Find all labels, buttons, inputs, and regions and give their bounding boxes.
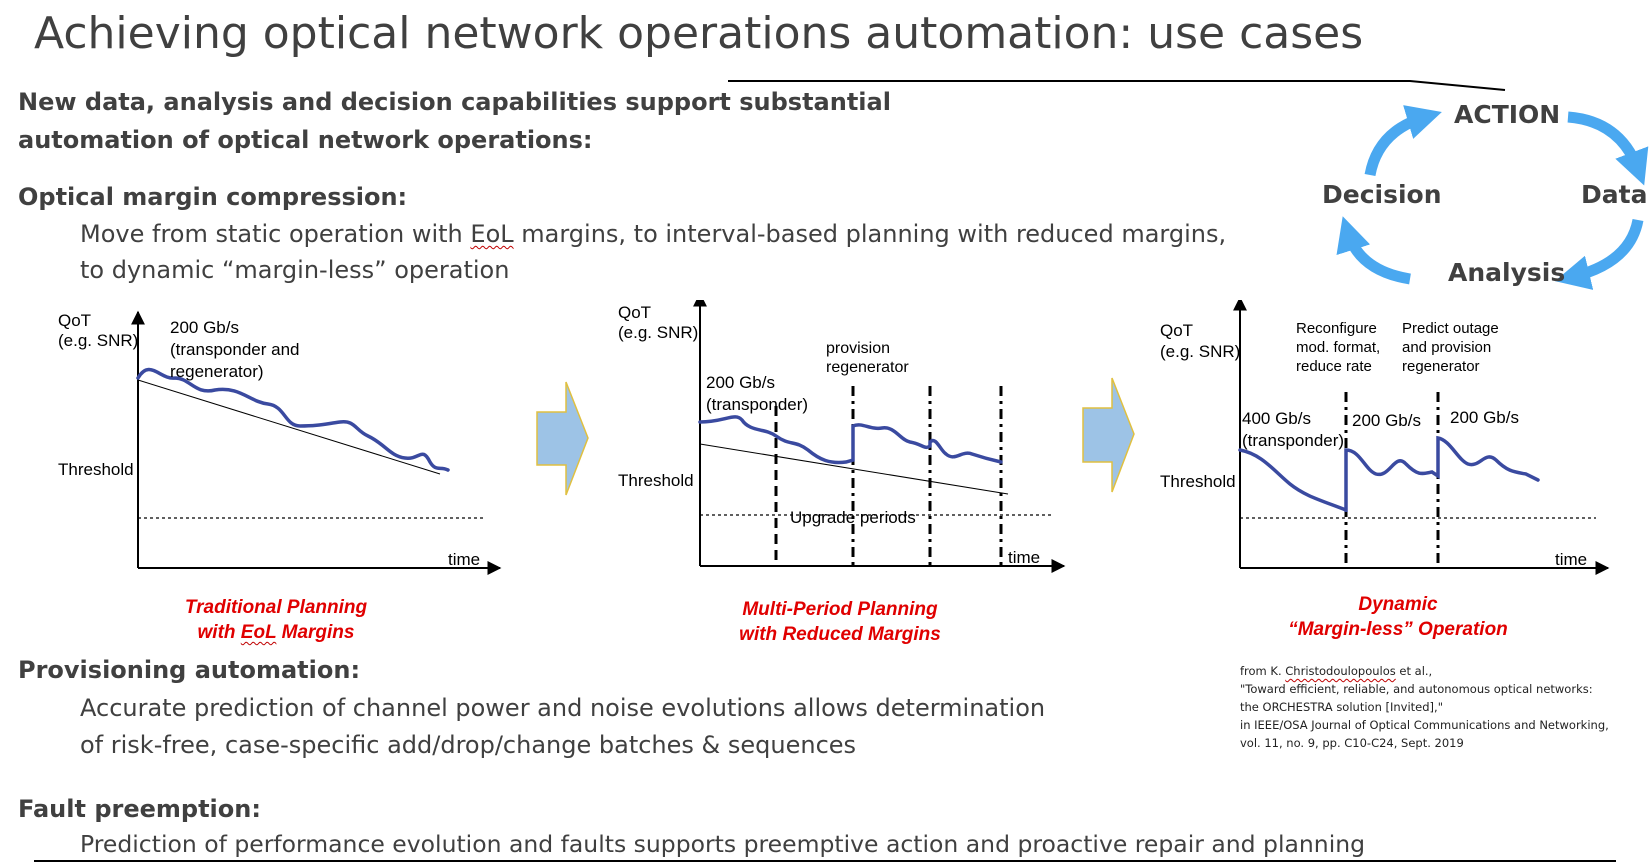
c1-annotation-2: (transponder and — [170, 340, 299, 359]
reference-citation: from K. Christodoulopoulos et al., "Towa… — [1240, 664, 1609, 750]
c2-transponder-label: (transponder) — [706, 395, 808, 414]
ylabel-2: (e.g. SNR) — [58, 331, 138, 350]
trend-line — [137, 379, 441, 475]
c3-predict-1: Predict outage — [1402, 320, 1499, 337]
qot-curve — [136, 367, 450, 472]
intro-line-1: New data, analysis and decision capabili… — [18, 88, 891, 116]
margin-charts: QoT (e.g. SNR) Threshold time 200 Gb/s (… — [58, 300, 1610, 575]
c3-predict-2: and provision — [1402, 339, 1491, 356]
cycle-label-decision: Decision — [1322, 180, 1442, 209]
c1-annotation-1: 200 Gb/s — [170, 318, 239, 337]
c1-annotation-3: regenerator) — [170, 362, 264, 381]
cycle-arrow-decision-action — [1364, 105, 1442, 177]
c2-upgrade-label: Upgrade periods — [790, 508, 916, 527]
qot-curve — [1238, 435, 1540, 512]
threshold-label: Threshold — [1160, 472, 1236, 491]
ylabel-2: (e.g. SNR) — [618, 323, 698, 342]
cycle-arrow-analysis-decision — [1336, 216, 1411, 285]
provisioning-line-1: Accurate prediction of channel power and… — [80, 694, 1046, 722]
c2-provision-1: provision — [826, 340, 890, 357]
margin-heading: Optical margin compression: — [18, 183, 408, 211]
qot-curve — [698, 415, 1003, 465]
chart-multi-period: QoT (e.g. SNR) Threshold time 200 Gb/s (… — [618, 300, 1066, 573]
c3-rate-400: 400 Gb/s — [1242, 409, 1311, 428]
c3-reconfigure-3: reduce rate — [1296, 358, 1372, 375]
c3-predict-3: regenerator — [1402, 358, 1480, 375]
ylabel-1: QoT — [58, 311, 91, 330]
threshold-label: Threshold — [618, 471, 694, 490]
chart-dynamic: QoT (e.g. SNR) Threshold time Reconfigur… — [1160, 300, 1610, 575]
c3-reconfigure-1: Reconfigure — [1296, 320, 1377, 337]
ylabel-1: QoT — [618, 303, 651, 322]
title-rule — [728, 80, 1506, 91]
cycle-label-analysis: Analysis — [1448, 258, 1566, 287]
page-title: Achieving optical network operations aut… — [34, 8, 1364, 59]
provisioning-heading: Provisioning automation: — [18, 656, 361, 684]
cycle-arrow-data-analysis — [1554, 218, 1644, 290]
fault-heading: Fault preemption: — [18, 795, 261, 823]
c3-reconfigure-2: mod. format, — [1296, 339, 1380, 356]
fault-line-1: Prediction of performance evolution and … — [80, 830, 1366, 858]
time-label: time — [448, 550, 480, 569]
trend-line — [699, 443, 1009, 495]
c3-rate-200b: 200 Gb/s — [1450, 408, 1519, 427]
caption-dynamic: Dynamic “Margin-less” Operation — [1288, 594, 1508, 640]
c3-transponder: (transponder) — [1242, 431, 1344, 450]
chart-traditional: QoT (e.g. SNR) Threshold time 200 Gb/s (… — [58, 310, 502, 575]
c2-provision-2: regenerator — [826, 359, 909, 376]
action-cycle-diagram — [1336, 105, 1649, 290]
cycle-label-data: Data — [1581, 180, 1648, 209]
cycle-arrow-action-data — [1567, 111, 1649, 186]
margin-line-1: Move from static operation with EoL marg… — [80, 220, 1227, 248]
threshold-label: Threshold — [58, 460, 134, 479]
ylabel-2: (e.g. SNR) — [1160, 342, 1240, 361]
bottom-rule — [34, 860, 1616, 862]
cycle-label-action: ACTION — [1454, 100, 1561, 129]
time-label: time — [1008, 548, 1040, 567]
caption-traditional: Traditional Planning with EoL Margins — [184, 597, 368, 643]
step-arrow-1 — [536, 381, 589, 496]
c2-rate-label: 200 Gb/s — [706, 373, 775, 392]
ylabel-1: QoT — [1160, 321, 1193, 340]
provisioning-line-2: of risk-free, case-specific add/drop/cha… — [80, 731, 857, 759]
caption-multi-period: Multi-Period Planning with Reduced Margi… — [739, 599, 941, 645]
intro-line-2: automation of optical network operations… — [18, 126, 593, 154]
step-arrow-2 — [1082, 377, 1135, 493]
time-label: time — [1555, 550, 1587, 569]
margin-line-2: to dynamic “margin-less” operation — [80, 256, 510, 284]
c3-rate-200a: 200 Gb/s — [1352, 411, 1421, 430]
